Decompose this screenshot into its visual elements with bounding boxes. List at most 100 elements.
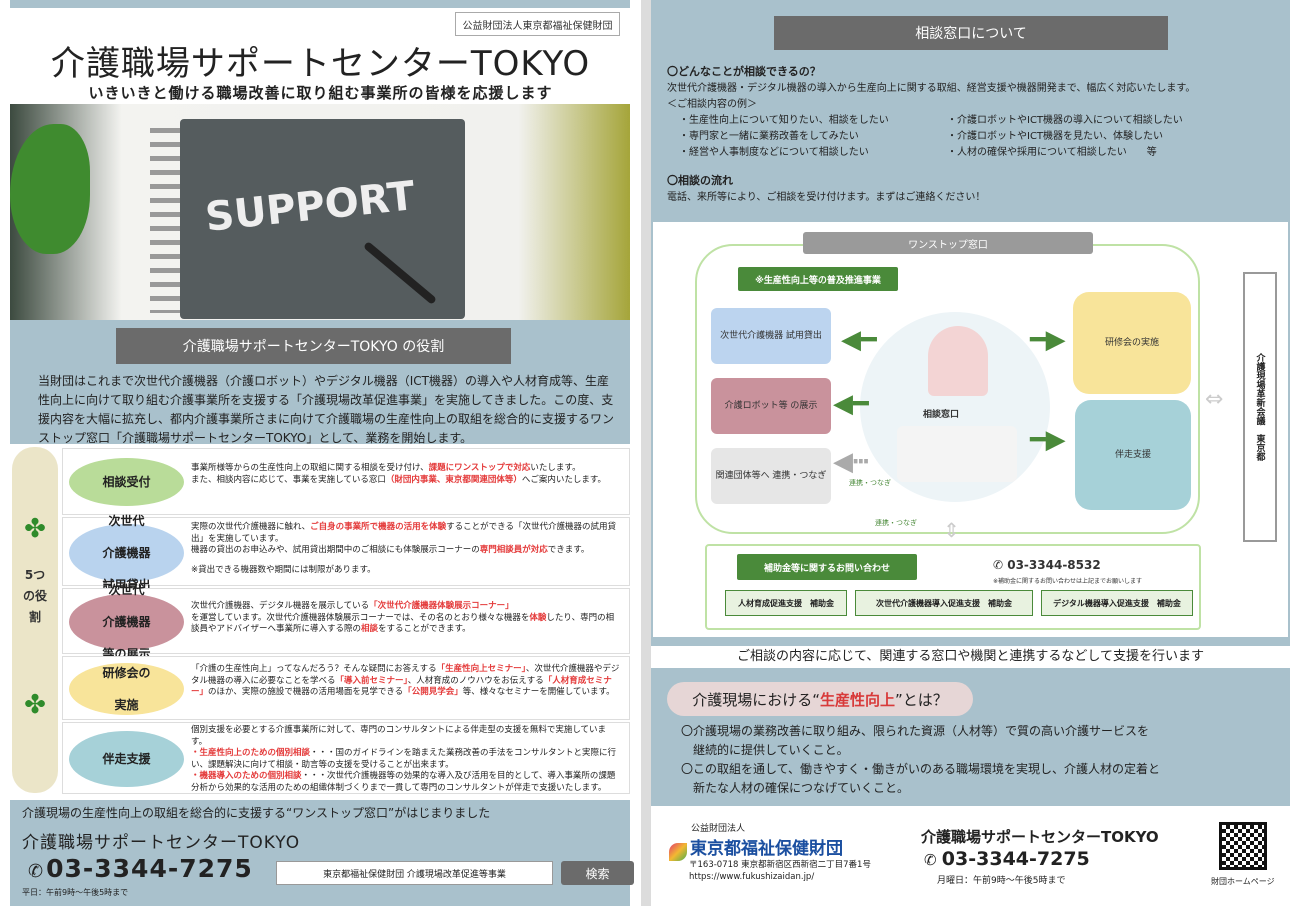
center-label: 相談窓口 — [923, 410, 960, 420]
role-label-line: 伴走支援 — [102, 752, 151, 766]
role-row-support: 伴走支援 個別支援を必要とする介護事業所に対して、専門のコンサルタントによる伴走… — [62, 722, 630, 794]
role-row-text: 次世代介護機器、デジタル機器を展示している「次世代介護機器体験展示コーナー」を運… — [191, 601, 621, 636]
role-text-segment: することができる「次世代介護機器の試用貸出」を実施しています。 — [191, 522, 616, 544]
role-label-line: 相談受付 — [102, 475, 151, 489]
subsidy-phone: ✆ 03-3344-8532 — [993, 558, 1101, 572]
role-text-segment: したり、専門の相談員やアドバイザーへ事業所に導入する際の — [191, 612, 615, 635]
role-text-segment: 実際の次世代介護機器に触れ、 — [191, 522, 311, 532]
box-rental: 次世代介護機器 試用貸出 — [711, 308, 831, 364]
support-photo: SUPPORT — [10, 104, 630, 320]
highlight-text: 「次世代介護機器体験展示コーナー」 — [369, 601, 514, 611]
examples-right: ・介護ロボットやICT機器の導入について相談したい・介護ロボットやICT機器を見… — [947, 113, 1215, 161]
example-item: ・専門家と一緒に業務改善をしてみたい — [679, 131, 859, 142]
consult-heading: 相談窓口について — [774, 16, 1168, 50]
role-text-segment: ・・・国のガイドラインを踏まえた業務改善の手法をコンサルタントと実際に行い、課題… — [191, 748, 617, 770]
onestop-label: ワンストップ窓口 — [803, 232, 1093, 254]
role-label-line: 介護機器 — [102, 546, 151, 560]
subsidy-btn-digital[interactable]: デジタル機器導入促進支援 補助金 — [1041, 590, 1193, 616]
arrow-left-dashed-icon: ◀┅ — [833, 447, 869, 477]
example-item: ・経営や人事制度などについて相談したい — [679, 147, 869, 158]
role-text-segment: 個別支援を必要とする介護事業所に対して、専門のコンサルタントによる伴走型の支援を… — [191, 725, 607, 747]
role-heading: 介護職場サポートセンターTOKYO の役割 — [116, 328, 511, 364]
foundation-address: 〒163-0718 東京都新宿区西新宿二丁目7番1号 https://www.f… — [689, 860, 871, 882]
example-item: ・介護ロボットやICT機器を見たい、体験したい — [947, 131, 1164, 142]
role-row-display: 次世代介護機器等の展示 次世代介護機器、デジタル機器を展示している「次世代介護機… — [62, 583, 630, 661]
role-label-line: 研修会の — [102, 666, 151, 680]
question-what: 〇どんなことが相談できるの？ — [667, 65, 821, 78]
role-label-line: 次世代 — [108, 514, 145, 528]
box-support: 伴走支援 — [1075, 400, 1191, 510]
search-button[interactable]: 検索 — [561, 861, 634, 885]
role-row-text: 事業所様等からの生産性向上の取組に関する相談を受け付け、課題にワンストップで対応… — [191, 463, 621, 486]
highlight-text: 体験 — [529, 612, 547, 623]
phone-icon: ✆ — [993, 558, 1008, 572]
role-label-oval: 次世代介護機器等の展示 — [69, 583, 184, 661]
example-item: ・介護ロボットやICT機器の導入について相談したい — [947, 115, 1183, 126]
role-row-training: 研修会の実施 「介護の生産性向上」ってなんだろう？そんな疑問にお答えする「生産性… — [62, 656, 630, 720]
productivity-heading: 介護現場における“生産性向上”とは？ — [667, 682, 973, 716]
vertical-arrow-icon: ⇕ — [943, 518, 960, 542]
highlight-text: 「公開見学会」 — [403, 687, 463, 697]
role-label-line: 次世代 — [108, 583, 145, 597]
qr-label: 財団ホームページ — [1211, 877, 1275, 886]
search-input[interactable]: 東京都福祉保健財団 介護現場改革促進等事業 — [276, 861, 553, 885]
example-item: ・生産性向上について知りたい、相談をしたい — [679, 115, 889, 126]
qr-code[interactable] — [1219, 822, 1267, 870]
office-hours: 平日：午前9時～午後5時まで — [22, 888, 129, 897]
logo-mark-icon — [669, 842, 687, 861]
subsidy-label: 補助金等に関するお問い合わせ — [737, 554, 917, 580]
productivity-line: 〇介護現場の業務改善に取り組み、限られた資源（人材等）で質の高い介護サービスを — [681, 724, 1150, 738]
examples-left: ・生産性向上について知りたい、相談をしたい・専門家と一緒に業務改善をしてみたい・… — [679, 113, 947, 161]
role-text-segment: をすることができます。 — [378, 624, 471, 634]
question-flow: 〇相談の流れ — [667, 174, 733, 187]
phone-icon: ✆ — [924, 851, 942, 869]
highlight-text: 相談 — [361, 624, 379, 634]
role-text-segment: ※貸出できる機器数や期間には制限があります。 — [191, 564, 376, 575]
productivity-line: 継続的に提供していくこと。 — [681, 743, 849, 757]
subsidy-frame — [705, 544, 1201, 630]
question-flow-answer: 電話、来所等により、ご相談を受け付けます。まずはご連絡ください！ — [667, 192, 986, 203]
role-text-segment: できます。 — [547, 545, 590, 555]
role-text-segment: また、相談内容に応じて、事業を実施している窓口 — [191, 474, 386, 485]
footer-line: 介護現場の生産性向上の取組を総合的に支援する“ワンストップ窓口”がはじまりました — [22, 806, 491, 820]
productivity-line: 〇この取組を通して、働きやすく・働きがいのある職場環境を実現し、介護人材の定着と — [681, 762, 1161, 776]
highlight-text: ご自身の事業所で機器の活用を体験 — [310, 522, 447, 532]
role-text-segment: 等、様々なセミナーを開催しています。 — [462, 687, 615, 697]
example-item: ・人材の確保や採用について相談したい 等 — [947, 147, 1157, 158]
highlight-text: （財団内事業、東京都関連団体等） — [385, 474, 522, 485]
footer-bar — [10, 800, 630, 906]
org-badge: 公益財団法人東京都福祉保健財団 — [455, 12, 620, 36]
footer-center-name: 介護職場サポートセンターTOKYO — [921, 828, 1159, 846]
top-bar — [10, 0, 630, 8]
page-subtitle: いきいきと働ける職場改善に取り組む事業所の皆様を応援します — [88, 84, 553, 102]
role-text-segment: 「介護の生産性向上」ってなんだろう？そんな疑問にお答えする — [191, 664, 437, 674]
plant-decoration — [10, 124, 90, 254]
subsidy-btn-nextgen[interactable]: 次世代介護機器導入促進支援 補助金 — [855, 590, 1033, 616]
link-label: 連携・つなぎ — [849, 479, 891, 487]
foundation-logo: 公益財団法人 東京都福祉保健財団 — [669, 821, 843, 861]
right-footer: 公益財団法人 東京都福祉保健財団 〒163-0718 東京都新宿区西新宿二丁目7… — [651, 806, 1290, 906]
highlight-text: 「生産性向上セミナー」 — [436, 664, 526, 674]
role-label-oval: 伴走支援 — [69, 731, 184, 787]
footer-center-name: 介護職場サポートセンターTOKYO — [22, 833, 301, 853]
role-label-oval: 相談受付 — [69, 458, 184, 506]
box-related: 関連団体等へ 連携・つなぎ — [711, 448, 831, 504]
role-text: 当財団はこれまで次世代介護機器（介護ロボット）やデジタル機器（ICT機器）の導入… — [38, 374, 615, 445]
role-label-oval: 次世代介護機器試用貸出 — [69, 514, 184, 592]
highlight-text: ・生産性向上のための個別相談 — [191, 748, 311, 758]
foundation-url[interactable]: https://www.fukushizaidan.jp/ — [689, 872, 815, 882]
arrow-left-icon: ◀━ — [841, 325, 877, 355]
subsidy-btn-training[interactable]: 人材育成促進支援 補助金 — [725, 590, 847, 616]
role-label-line: 介護機器 — [102, 615, 151, 629]
double-arrow-icon: ⇔ — [1205, 387, 1224, 412]
page-title: 介護職場サポートセンターTOKYO — [50, 44, 591, 84]
highlight-text: 課題にワンストップで対応 — [428, 463, 531, 473]
left-page: 公益財団法人東京都福祉保健財団 介護職場サポートセンターTOKYO いきいきと働… — [0, 0, 641, 906]
role-text-segment: いたします。 — [530, 463, 581, 473]
five-roles-sidebar — [12, 447, 58, 793]
role-row-consultation: 相談受付 事業所様等からの生産性向上の取組に関する相談を受け付け、課題にワンスト… — [62, 448, 630, 515]
role-text-segment: のほか、実際の施設で機器の活用場面を見学できる — [208, 687, 404, 697]
arrow-right-icon: ━▶ — [1030, 425, 1066, 455]
role-text-segment: へご案内いたします。 — [521, 474, 606, 485]
tokyo-council-box: 介護現場革新会議 東京都 — [1243, 272, 1277, 542]
